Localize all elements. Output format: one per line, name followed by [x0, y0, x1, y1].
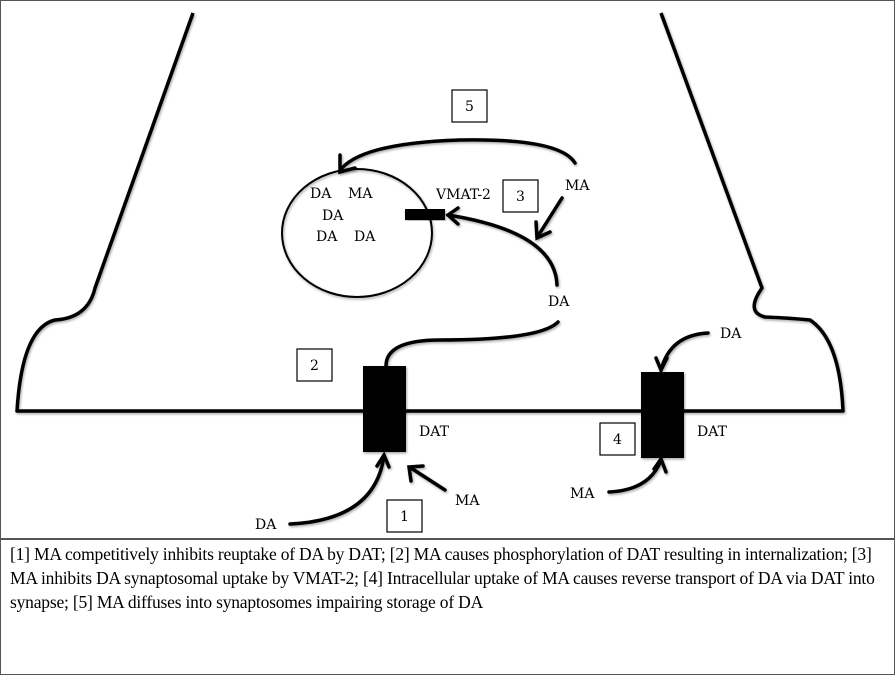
step-number-3: 3	[516, 189, 525, 205]
arrowhead-da-reverse	[654, 356, 669, 375]
label-vmat2: VMAT-2	[435, 187, 491, 203]
label-da-mid: DA	[548, 294, 570, 310]
label-ma-bottom-right: MA	[570, 486, 595, 502]
arrow-ma-into-vesicle	[340, 138, 577, 170]
arrow-ma-competes	[409, 466, 447, 492]
label-da-bottom-left: DA	[255, 517, 277, 533]
label-dat-left: DAT	[419, 424, 450, 440]
arrow-ma-inhibits-vmat2	[536, 196, 564, 238]
step-box-4: 4	[599, 422, 636, 456]
caption-divider	[0, 538, 895, 540]
dat-transporter-right	[641, 372, 684, 458]
label-da-right: DA	[720, 326, 742, 342]
step-box-1: 1	[386, 499, 423, 533]
step-box-2: 2	[296, 348, 333, 382]
arrowhead-ma-uptake	[652, 455, 668, 474]
vesicle-label-ma: MA	[348, 186, 373, 202]
arrowhead-da-reuptake	[375, 451, 391, 469]
vesicle-label-da-3: DA	[316, 229, 338, 245]
vesicle-label-da-2: DA	[322, 208, 344, 224]
figure-caption: [1] MA competitively inhibits reuptake o…	[10, 544, 875, 612]
step-box-5: 5	[451, 89, 488, 123]
arrowhead-ma-inhibits-vmat2	[534, 220, 552, 241]
arrowhead-da-to-vmat2	[445, 206, 460, 226]
arrow-ma-uptake	[607, 458, 663, 494]
arrowhead-ma-into-vesicle	[338, 153, 357, 175]
label-ma-top: MA	[565, 178, 590, 194]
arrow-dat-internalization	[384, 320, 560, 368]
arrow-da-to-vmat2	[446, 213, 559, 287]
vmat2-transporter	[405, 209, 445, 220]
synaptic-vesicle	[281, 168, 433, 298]
step-number-1: 1	[400, 509, 409, 525]
arrow-da-reverse	[659, 331, 710, 372]
step-number-4: 4	[613, 432, 622, 448]
arrow-da-reuptake	[288, 454, 386, 526]
label-ma-bottom: MA	[455, 493, 480, 509]
dat-transporter-left	[363, 366, 406, 452]
arrowhead-ma-competes	[407, 464, 425, 483]
presynaptic-terminal-outline	[15, 12, 845, 413]
vesicle-label-da-4: DA	[354, 229, 376, 245]
synapse-diagram: DA MA DA DA DA VMAT-2 MA DA DAT DAT DA M…	[15, 12, 845, 533]
step-number-2: 2	[310, 358, 319, 374]
label-dat-right: DAT	[697, 424, 728, 440]
step-box-3: 3	[502, 179, 539, 213]
step-number-5: 5	[465, 99, 474, 115]
vesicle-label-da-1: DA	[310, 186, 332, 202]
